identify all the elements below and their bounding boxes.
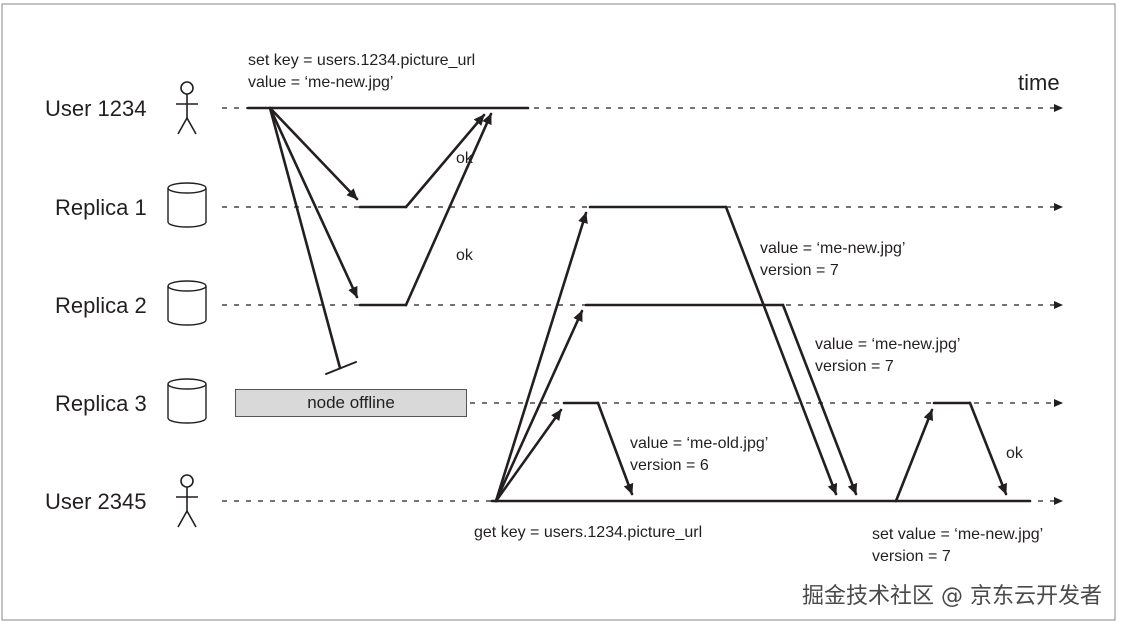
ack-arrow-replica1: [404, 113, 486, 209]
response-replica2-value: value = ‘me-new.jpg’: [815, 336, 961, 353]
response-replica3-value: value = ‘me-old.jpg’: [630, 435, 769, 452]
row-label-user1234: User 1234: [45, 96, 147, 121]
write-arrow-replica3-lost: [268, 106, 342, 370]
time-axis-label: time: [1018, 70, 1060, 95]
watermark: 掘金技术社区 @ 京东云开发者: [802, 584, 1102, 609]
user-1234-icon: [176, 81, 198, 135]
write-flow: [246, 106, 530, 375]
row-label-replica1: Replica 1: [55, 195, 147, 220]
figure-frame: [1, 3, 1116, 621]
response-replica2-version: version = 7: [815, 358, 894, 375]
row-label-replica2: Replica 2: [55, 293, 147, 318]
ack-label-replica1: ok: [456, 150, 473, 167]
response-arrow-replica2: [781, 303, 858, 496]
ack-label-repair: ok: [1006, 445, 1023, 462]
write-request-label: set key = users.1234.picture_url value =…: [248, 50, 475, 94]
ack-label-replica2: ok: [456, 247, 473, 264]
read-request-label: get key = users.1234.picture_url: [474, 524, 703, 541]
node-offline-bar: node offline: [235, 389, 467, 417]
row-label-replica3: Replica 3: [55, 391, 147, 416]
ack-arrow-replica2: [404, 112, 493, 307]
replica-3-database-icon: [167, 378, 207, 424]
row-label-user2345: User 2345: [45, 489, 147, 514]
repair-request-value: set value = ‘me-new.jpg’: [872, 526, 1044, 543]
replica-1-database-icon: [167, 182, 207, 228]
replica-2-database-icon: [167, 280, 207, 326]
read-arrow-replica1: [494, 211, 588, 503]
response-label-replica3: value = ‘me-old.jpg’ version = 6: [630, 433, 768, 477]
repair-arrow-replica3: [894, 408, 934, 503]
response-arrow-replica1: [724, 205, 838, 496]
repair-request-label: set value = ‘me-new.jpg’ version = 7: [872, 524, 1043, 568]
response-replica3-version: version = 6: [630, 457, 709, 474]
user-2345-icon: [176, 474, 198, 528]
response-arrow-replica3: [596, 401, 634, 496]
read-flow: [490, 205, 1032, 503]
write-request-key: set key = users.1234.picture_url: [248, 52, 476, 69]
repair-ack-arrow: [968, 401, 1008, 496]
repair-request-version: version = 7: [872, 548, 951, 565]
response-label-replica1: value = ‘me-new.jpg’ version = 7: [760, 238, 905, 282]
read-arrow-replica2: [494, 309, 584, 503]
lost-request-cross-mark: [325, 361, 357, 375]
response-replica1-value: value = ‘me-new.jpg’: [760, 240, 906, 257]
response-label-replica2: value = ‘me-new.jpg’ version = 7: [815, 334, 960, 378]
read-arrow-replica3: [494, 408, 563, 503]
response-replica1-version: version = 7: [760, 262, 839, 279]
write-arrow-replica2: [268, 106, 359, 299]
write-arrow-replica1: [268, 106, 359, 201]
write-request-value: value = ‘me-new.jpg’: [248, 74, 394, 91]
